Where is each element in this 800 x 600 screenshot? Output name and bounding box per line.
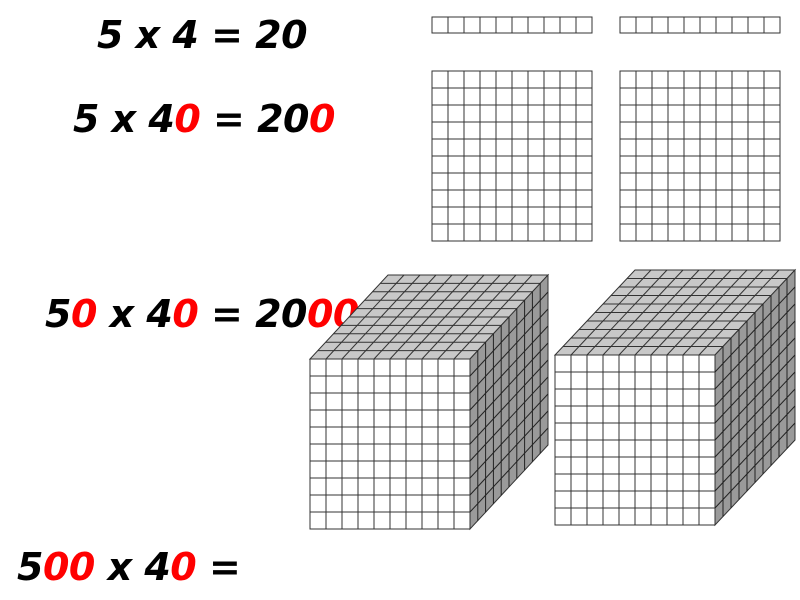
thousand-cube [553,268,797,527]
ten-rods [431,16,781,34]
equation-text: = 20 [200,97,309,141]
added-zero: 00 [42,545,95,589]
equation-500x40: 500 x 40 = [17,545,241,589]
hundred-flats [431,70,781,242]
equation-text: 5 [45,292,71,336]
added-zero: 0 [174,97,201,141]
ten-rod [431,16,593,34]
equation-50x40: 50 x 40 = 2000 [45,295,359,333]
thousand-cube [308,273,550,531]
equation-5x40: 5 x 40 = 200 [73,100,335,138]
ten-rod [619,16,781,34]
equation-text: 5 x 4 [73,97,175,141]
hundred-flat [619,70,781,242]
added-zero: 0 [309,97,335,141]
equation-5x4: 5 x 4 = 20 [97,13,308,57]
equation-text: x 4 [94,545,171,589]
added-zero: 0 [172,292,199,336]
added-zero: 0 [170,545,197,589]
equation-text: 5 x 4 = 20 [97,13,308,57]
thousand-cubes [308,268,797,531]
equation-text: 5 [17,545,43,589]
hundred-flat [431,70,593,242]
equation-text: = [196,545,241,589]
equation-text: x 4 [96,292,173,336]
equation-text: = 20 [198,292,307,336]
added-zero: 0 [70,292,97,336]
